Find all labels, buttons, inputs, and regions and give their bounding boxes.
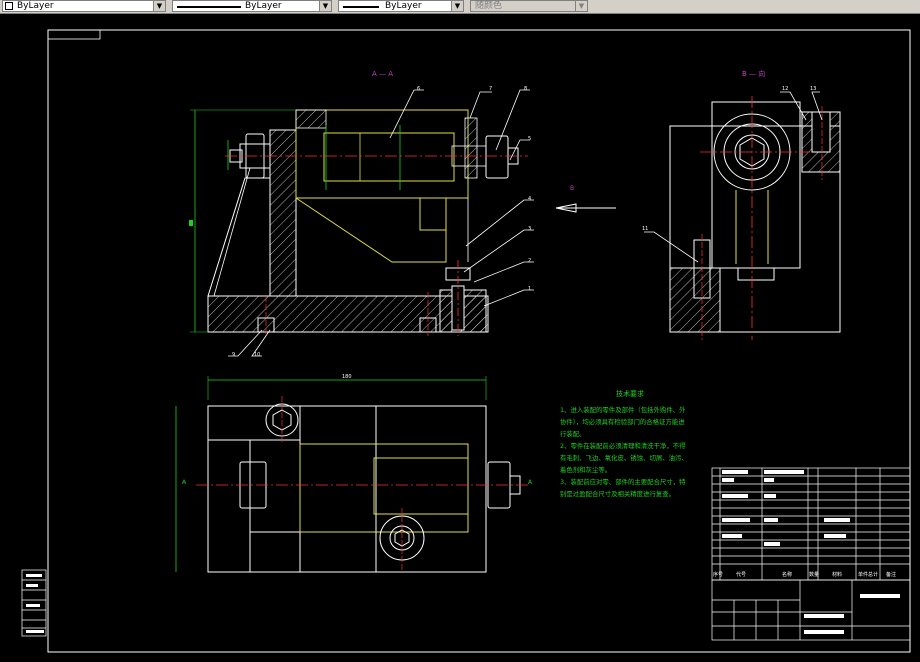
chevron-down-icon[interactable]: ▼	[451, 1, 463, 11]
svg-text:13: 13	[810, 86, 816, 92]
side-view: B — 向 12 13 11	[642, 69, 841, 340]
bom-header: 序号 代号 名称 数量 材料 单件 总计 备注	[713, 571, 896, 578]
svg-text:名称: 名称	[782, 571, 792, 578]
leader-number: 4	[528, 196, 531, 202]
leader-number: 2	[528, 258, 531, 264]
leader-number: 7	[489, 86, 492, 92]
svg-text:B: B	[570, 185, 574, 192]
tech-line: 2、零件在装配前必须清理和清洗干净，不得	[560, 441, 686, 450]
section-label: A — A	[372, 70, 393, 78]
svg-text:代号: 代号	[736, 571, 746, 578]
svg-text:11: 11	[642, 226, 648, 232]
lineweight-combo[interactable]: ByLayer ▼	[338, 0, 464, 12]
svg-text:A: A	[182, 479, 187, 486]
revision-block	[21, 569, 47, 637]
shaft	[323, 132, 455, 182]
tech-line: 有毛刺、飞边、氧化皮、锈蚀、切屑、油污、	[560, 453, 688, 462]
svg-text:材料: 材料	[832, 571, 842, 578]
chevron-down-icon[interactable]: ▼	[153, 1, 165, 11]
front-view: A — A	[189, 70, 534, 358]
leader-number: 10	[254, 352, 260, 358]
svg-text:数量: 数量	[809, 571, 819, 578]
technical-requirements: 技术要求 1、进入装配的零件及部件（包括外购件、外 协件），均必须具有检验部门的…	[560, 389, 688, 498]
leader-number: 5	[528, 136, 531, 142]
linetype-combo[interactable]: ByLayer ▼	[172, 0, 332, 12]
sheet-border	[47, 29, 911, 653]
drawing-canvas[interactable]: A — A	[0, 14, 920, 662]
svg-text:总计: 总计	[868, 571, 878, 578]
drawing-svg: A — A	[21, 29, 911, 653]
chevron-down-icon[interactable]: ▼	[319, 1, 331, 11]
tech-line: 别是过盈配合尺寸及相关精度进行复查。	[560, 489, 675, 498]
view-b-label: B — 向	[742, 69, 765, 78]
leader-number: 6	[417, 86, 420, 92]
layer-combo[interactable]: ByLayer ▼	[2, 0, 166, 12]
tech-line: 1、进入装配的零件及部件（包括外购件、外	[560, 405, 686, 414]
svg-text:12: 12	[782, 86, 788, 92]
properties-toolbar: ByLayer ▼ ByLayer ▼ ByLayer ▼ 随颜色 ▼	[0, 0, 920, 14]
tech-line: 行装配。	[560, 429, 586, 438]
tech-line: 协件），均必须具有检验部门的合格证方能进	[560, 417, 685, 426]
sheet-corner-box	[47, 29, 101, 40]
tech-line: 着色剂和灰尘等。	[560, 465, 611, 474]
leader-number: 9	[232, 352, 235, 358]
bom-table	[711, 467, 911, 641]
svg-text:单件: 单件	[858, 571, 868, 578]
linetype-preview-icon	[177, 6, 241, 8]
top-view: 180 A A	[175, 374, 533, 573]
view-arrow-b: B	[555, 185, 616, 213]
tech-title: 技术要求	[616, 389, 644, 398]
lineweight-preview-icon	[343, 6, 379, 8]
svg-text:序号: 序号	[713, 571, 723, 578]
leader-number: 1	[528, 286, 531, 292]
leader-number: 8	[524, 86, 527, 92]
dim-length: 180	[342, 374, 352, 380]
column	[269, 129, 297, 297]
color-swatch-icon	[5, 2, 13, 10]
svg-text:A: A	[528, 479, 533, 486]
bom-filled-cells	[722, 470, 900, 634]
plotstyle-combo: 随颜色 ▼	[470, 0, 588, 12]
leader-number: 3	[528, 226, 531, 232]
svg-text:备注: 备注	[886, 571, 896, 578]
tech-line: 3、装配前应对零、部件的主要配合尺寸，特	[560, 477, 686, 486]
chevron-down-icon: ▼	[575, 1, 587, 11]
